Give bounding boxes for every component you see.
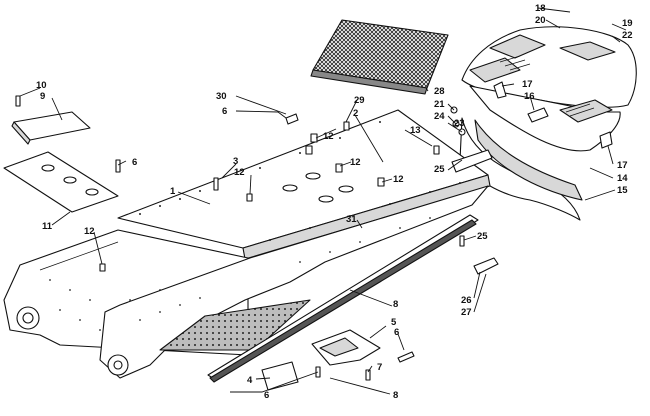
callout-17a: 17: [522, 79, 533, 90]
callout-21: 21: [434, 99, 445, 110]
callout-17b: 17: [617, 160, 628, 171]
callout-26: 26: [461, 295, 472, 306]
callout-12b: 12: [234, 167, 245, 178]
callout-24: 24: [434, 111, 445, 122]
callout-labels: 1 2 3 4 5 6 6 6 6 7 8 8 9 10 11 12 12 12…: [36, 3, 633, 401]
callout-4: 4: [247, 375, 253, 386]
rear-flap-part: [459, 117, 583, 221]
callout-16: 16: [524, 91, 535, 102]
callout-8a: 8: [393, 299, 398, 310]
plate-part: [261, 361, 299, 391]
right-side-panel-part: [99, 185, 489, 379]
callout-19: 19: [622, 18, 633, 29]
callout-12a: 12: [323, 131, 334, 142]
callout-23: 23: [454, 118, 465, 129]
traction-mat-part: [310, 19, 449, 95]
tunnel-rivets: [139, 121, 461, 241]
callout-6c: 6: [394, 327, 399, 338]
callout-6a: 6: [222, 106, 227, 117]
callout-28: 28: [434, 86, 445, 97]
callout-12c: 12: [350, 157, 361, 168]
callout-15: 15: [617, 185, 628, 196]
callout-3: 3: [233, 156, 238, 167]
callout-22: 22: [622, 30, 633, 41]
callout-5: 5: [391, 317, 397, 328]
callout-31: 31: [346, 214, 357, 225]
callout-9: 9: [40, 91, 45, 102]
callout-2: 2: [353, 108, 358, 119]
callout-11: 11: [42, 221, 53, 232]
callout-12d: 12: [84, 226, 95, 237]
callout-30: 30: [216, 91, 227, 102]
callout-13: 13: [410, 125, 421, 136]
right-panel-rivets: [139, 217, 431, 321]
callout-6b: 6: [132, 157, 137, 168]
side-bracket-part: [473, 257, 499, 275]
front-plate-part: [3, 151, 119, 213]
callout-18: 18: [535, 3, 546, 14]
callout-20: 20: [535, 15, 546, 26]
tunnel-top-plate-part: [117, 109, 493, 260]
running-board-rail-part: [207, 214, 479, 383]
callout-27: 27: [461, 307, 472, 318]
callout-25b: 25: [477, 231, 488, 242]
callout-1: 1: [170, 186, 176, 197]
callout-14: 14: [617, 173, 628, 184]
lower-bracket-part: [311, 329, 381, 366]
leader-lines: [19, 7, 627, 395]
front-bracket-part: [11, 111, 91, 145]
callout-6d: 6: [264, 390, 269, 401]
callout-12e: 12: [393, 174, 404, 185]
callout-10: 10: [36, 80, 47, 91]
callout-25a: 25: [434, 164, 445, 175]
callout-8b: 8: [393, 390, 398, 401]
callout-29: 29: [354, 95, 365, 106]
rear-bumper-part: [461, 26, 637, 152]
callout-7: 7: [377, 362, 382, 373]
